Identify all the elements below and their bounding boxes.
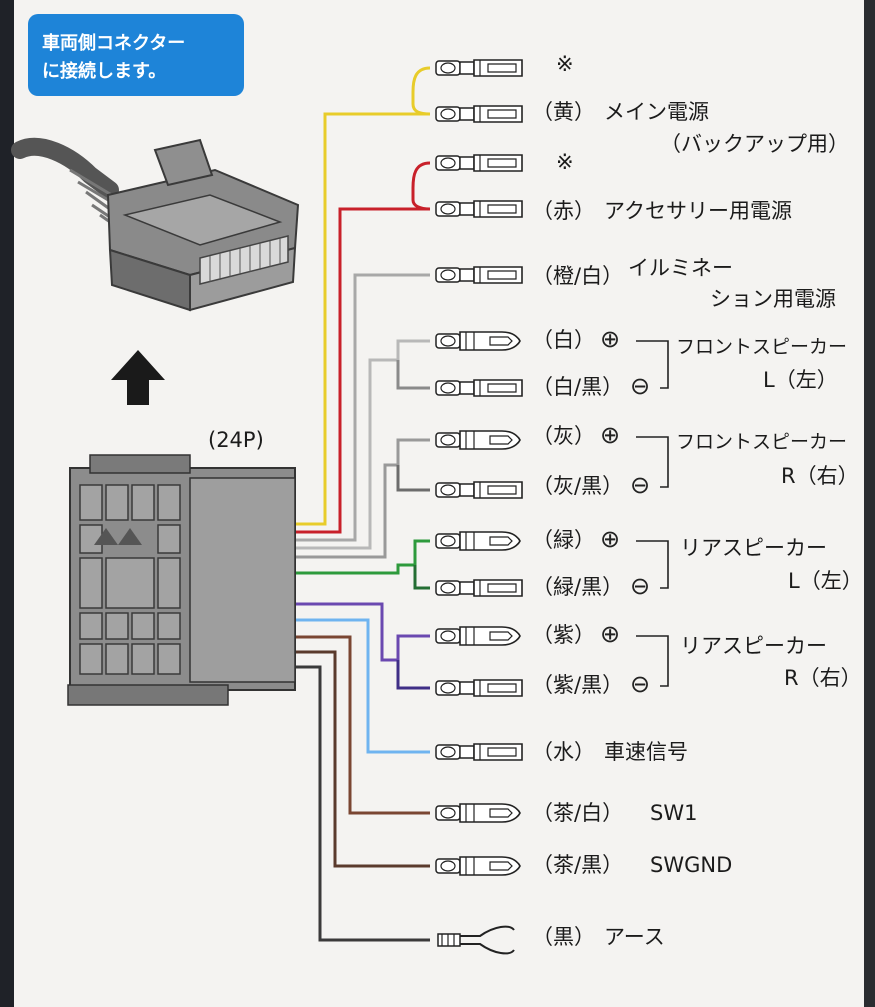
wire-white-black xyxy=(396,360,430,390)
terminal-brown-black-icon xyxy=(435,856,521,876)
up-arrow-icon xyxy=(111,350,165,405)
terminal-brown-white-icon xyxy=(435,803,521,823)
wire-brown-black xyxy=(296,650,430,868)
label-brown-black-function: SWGND xyxy=(650,853,733,877)
rear-speaker-left-side: L（左） xyxy=(788,569,863,593)
plus-sign: ⊕ xyxy=(600,525,621,553)
wire-orange-white xyxy=(296,273,430,542)
label-orange-white-color: （橙/白） xyxy=(532,264,624,288)
rear-speaker-right-side: R（右） xyxy=(784,666,862,690)
terminal-purple-black-icon xyxy=(435,679,523,697)
label-purple-black-color: （紫/黒） xyxy=(532,673,624,697)
label-orange-white-line2: ション用電源 xyxy=(710,287,836,311)
label-green-black-color: （緑/黒） xyxy=(532,575,624,599)
label-green-color: （緑） xyxy=(532,528,595,552)
label-black-color: （黒） xyxy=(532,925,595,949)
terminal-white-icon xyxy=(435,331,521,351)
rear-speaker-left-name: リアスピーカー xyxy=(680,536,827,560)
wire-light-blue xyxy=(296,618,430,754)
label-white-color: （白） xyxy=(532,328,595,352)
label-brown-white-color: （茶/白） xyxy=(532,801,624,825)
terminal-purple-icon xyxy=(435,626,521,646)
vehicle-connector-illustration xyxy=(11,137,300,312)
front-speaker-left-side: L（左） xyxy=(763,368,838,392)
front-speaker-right-name: フロントスピーカー xyxy=(676,431,848,453)
minus-sign: ⊖ xyxy=(630,372,651,400)
terminal-red-icon xyxy=(435,200,523,218)
terminal-red-aux-icon xyxy=(435,154,523,172)
note-line-1: 車両側コネクター xyxy=(42,33,186,54)
label-yellow-line2: （バックアップ用） xyxy=(660,132,849,156)
wire-white xyxy=(296,339,430,550)
wire-brown-white xyxy=(296,635,430,815)
label-white-black-color: （白/黒） xyxy=(532,375,624,399)
front-speaker-right-side: R（右） xyxy=(781,464,859,488)
wire-green xyxy=(296,539,430,575)
wire-black xyxy=(296,665,430,942)
speaker-brackets xyxy=(636,340,669,687)
label-brown-white-function: SW1 xyxy=(650,801,698,825)
label-yellow-aux-function: ※ xyxy=(556,52,574,76)
minus-sign: ⊖ xyxy=(630,471,651,499)
label-gray-black-color: （灰/黒） xyxy=(532,474,624,498)
terminal-orange-white-icon xyxy=(435,266,523,284)
wire-red xyxy=(296,207,430,534)
terminal-yellow-aux-icon xyxy=(435,59,523,77)
connector-label: (24P) xyxy=(208,428,264,452)
terminal-white-black-icon xyxy=(435,379,523,397)
wire-yellow xyxy=(296,112,430,526)
label-red-color: （赤） xyxy=(532,199,595,223)
terminal-green-black-icon xyxy=(435,579,523,597)
label-purple-color: （紫） xyxy=(532,623,595,647)
label-gray-color: （灰） xyxy=(532,424,595,448)
wire-purple-black xyxy=(396,660,430,690)
wire-gray-black xyxy=(396,465,430,492)
front-speaker-left-name: フロントスピーカー xyxy=(676,336,848,358)
harness-connector-24p xyxy=(67,454,296,706)
label-light-blue-function: 車速信号 xyxy=(604,740,688,764)
label-brown-black-color: （茶/黒） xyxy=(532,853,624,877)
wire-green-black xyxy=(413,565,430,590)
label-yellow-color: （黄） xyxy=(532,100,595,124)
label-yellow-function: メイン電源 xyxy=(604,100,709,124)
terminal-light-blue-icon xyxy=(435,743,523,761)
label-red-function: アクセサリー用電源 xyxy=(604,199,792,223)
plus-sign: ⊕ xyxy=(600,620,621,648)
plus-sign: ⊕ xyxy=(600,421,621,449)
minus-sign: ⊖ xyxy=(630,572,651,600)
plus-sign: ⊕ xyxy=(600,325,621,353)
rear-speaker-right-name: リアスピーカー xyxy=(680,634,827,658)
terminal-gray-icon xyxy=(435,430,521,450)
minus-sign: ⊖ xyxy=(630,670,651,698)
terminal-black-icon xyxy=(437,925,515,955)
terminal-green-icon xyxy=(435,531,521,551)
wire-purple xyxy=(296,602,430,662)
label-light-blue-color: （水） xyxy=(532,740,595,764)
label-orange-white-function: イルミネー xyxy=(628,256,733,280)
note-callout: 車両側コネクター に接続します。 xyxy=(28,14,244,96)
note-line-2: に接続します。 xyxy=(42,60,167,82)
wire-gray xyxy=(296,438,430,559)
label-red-aux-function: ※ xyxy=(556,150,574,174)
terminal-gray-black-icon xyxy=(435,481,523,499)
terminal-yellow-icon xyxy=(435,105,523,123)
label-black-function: アース xyxy=(604,925,665,949)
